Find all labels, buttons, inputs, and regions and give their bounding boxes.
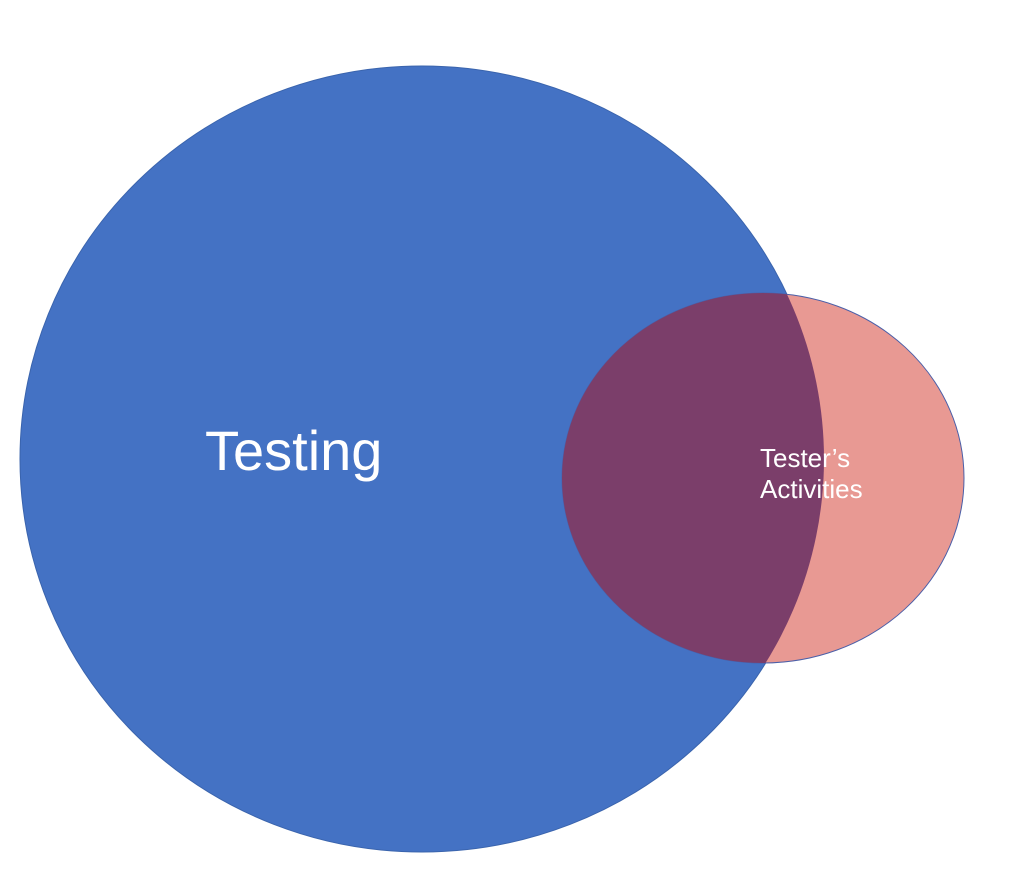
tester-activities-label-line-2: Activities	[760, 474, 863, 505]
tester-activities-label: Tester’s Activities	[760, 443, 863, 505]
overlap-region	[562, 293, 824, 663]
testing-label: Testing	[205, 419, 383, 482]
tester-activities-label-line-1: Tester’s	[760, 443, 851, 473]
